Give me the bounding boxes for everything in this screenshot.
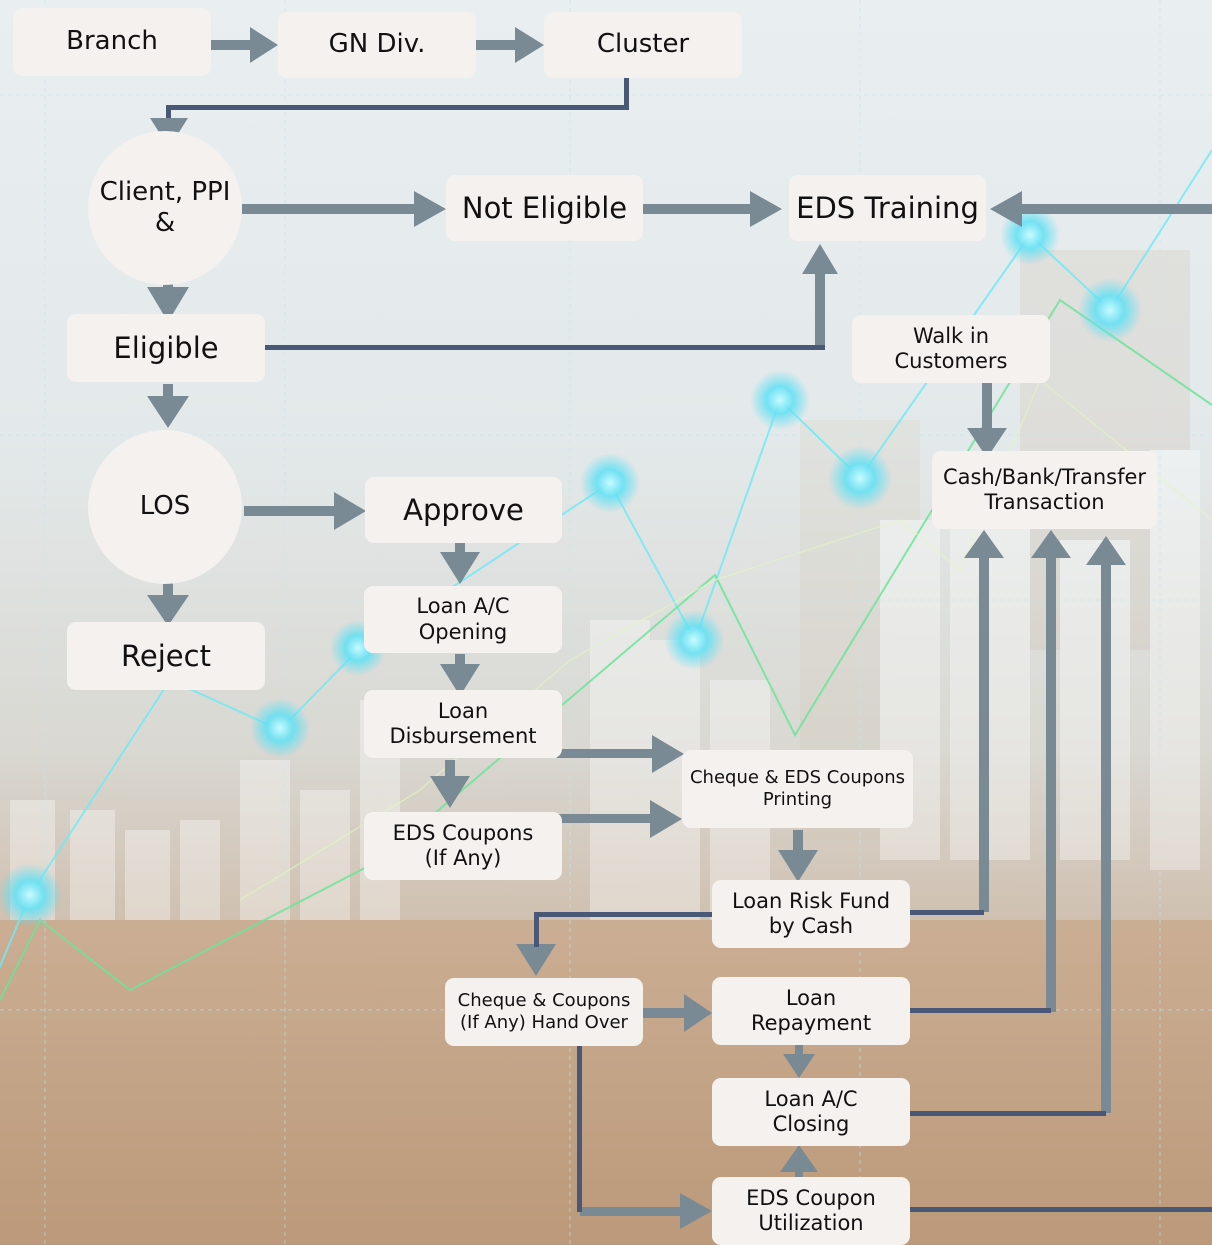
navy-connectors xyxy=(166,78,1212,1212)
node-loan-ac-closing-label: Loan A/C Closing xyxy=(764,1086,858,1136)
node-los-label: LOS xyxy=(139,491,191,522)
node-loan-repayment: Loan Repayment xyxy=(712,977,910,1045)
node-loan-risk-fund: Loan Risk Fund by Cash xyxy=(712,880,910,948)
node-eligible: Eligible xyxy=(67,314,265,382)
node-not-eligible: Not Eligible xyxy=(446,175,643,241)
node-reject: Reject xyxy=(67,622,265,690)
node-cash-bank-transfer-label: Cash/Bank/Transfer Transaction xyxy=(942,464,1147,514)
node-eds-coupons: EDS Coupons (If Any) xyxy=(364,812,562,880)
node-loan-risk-fund-label: Loan Risk Fund by Cash xyxy=(731,888,891,938)
glow-dots xyxy=(0,205,1142,927)
node-eds-training-label: EDS Training xyxy=(796,190,979,225)
node-loan-ac-opening-label: Loan A/C Opening xyxy=(416,594,510,644)
node-approve-label: Approve xyxy=(403,492,524,527)
node-los: LOS xyxy=(88,430,242,584)
node-branch-label: Branch xyxy=(66,26,158,57)
node-cheque-coupons-handover: Cheque & Coupons (If Any) Hand Over xyxy=(445,978,643,1046)
node-eligible-label: Eligible xyxy=(113,330,219,365)
node-walk-in-customers: Walk in Customers xyxy=(852,315,1050,383)
node-eds-training: EDS Training xyxy=(789,175,986,241)
node-not-eligible-label: Not Eligible xyxy=(461,190,628,225)
node-cluster: Cluster xyxy=(544,12,742,78)
node-loan-ac-closing: Loan A/C Closing xyxy=(712,1078,910,1146)
node-cluster-label: Cluster xyxy=(596,29,690,60)
node-eds-coupon-utilization: EDS Coupon Utilization xyxy=(712,1177,910,1245)
node-cheque-coupons-handover-label: Cheque & Coupons (If Any) Hand Over xyxy=(457,990,631,1033)
node-client-ppi-label: Client, PPI & xyxy=(99,176,231,238)
node-loan-disbursement-label: Loan Disbursement xyxy=(389,698,537,748)
node-loan-ac-opening: Loan A/C Opening xyxy=(364,586,562,653)
node-gn-div: GN Div. xyxy=(278,12,476,78)
node-loan-repayment-label: Loan Repayment xyxy=(750,985,872,1035)
node-cash-bank-transfer: Cash/Bank/Transfer Transaction xyxy=(932,451,1157,529)
node-reject-label: Reject xyxy=(121,638,211,673)
node-loan-disbursement: Loan Disbursement xyxy=(364,690,562,758)
node-cheque-eds-printing-label: Cheque & EDS Coupons Printing xyxy=(689,767,906,810)
node-client-ppi: Client, PPI & xyxy=(88,131,242,285)
gray-arrows xyxy=(147,27,1212,1229)
node-cheque-eds-printing: Cheque & EDS Coupons Printing xyxy=(682,750,913,828)
node-eds-coupon-utilization-label: EDS Coupon Utilization xyxy=(746,1185,876,1235)
node-walk-in-customers-label: Walk in Customers xyxy=(894,323,1008,373)
node-approve: Approve xyxy=(365,477,562,543)
node-gn-div-label: GN Div. xyxy=(328,29,426,60)
node-branch: Branch xyxy=(13,8,211,76)
node-eds-coupons-label: EDS Coupons (If Any) xyxy=(392,820,534,870)
